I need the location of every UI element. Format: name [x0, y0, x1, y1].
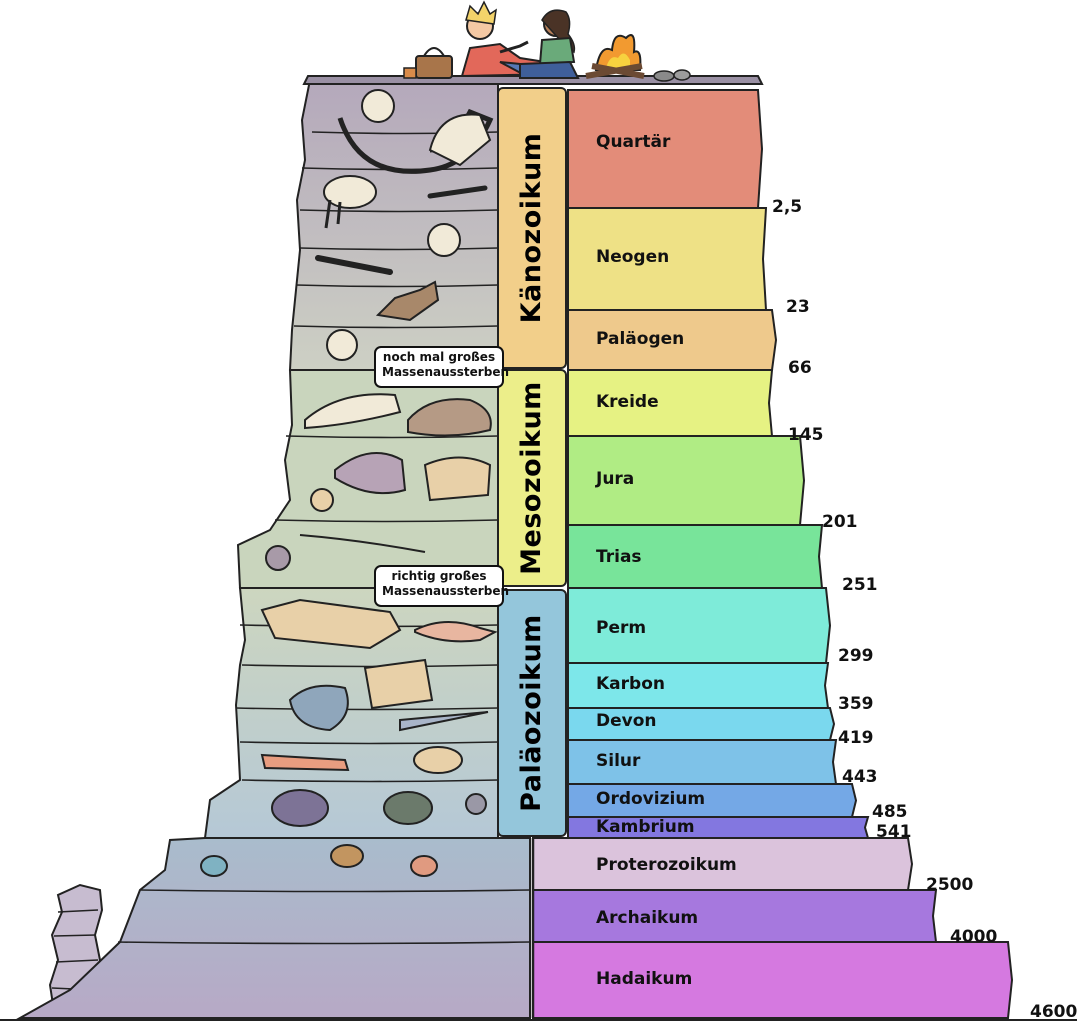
reptile-fossil-slab-icon	[260, 598, 402, 650]
mass-extinction-note-2: richtig großes Massenaussterben	[374, 565, 509, 607]
rock-strata	[117, 131, 531, 945]
brachiopod-icon	[413, 746, 463, 774]
boundary-age-label-1: 23	[786, 297, 810, 317]
jaw-fossil-icon	[375, 280, 440, 322]
period-band-5	[567, 524, 824, 589]
era-band-0	[497, 87, 567, 369]
shell-icon	[265, 545, 291, 571]
boundary-age-label-0: 2,5	[772, 197, 803, 217]
ammonite-icon	[310, 488, 334, 512]
orthocone-icon	[399, 711, 489, 732]
ape-skull-icon	[427, 223, 461, 257]
boundary-age-label-2: 66	[788, 358, 812, 378]
eurypterid-icon	[260, 753, 350, 772]
period-label-11: Kambrium	[596, 817, 695, 837]
period-band-7	[567, 662, 830, 709]
period-band-8	[567, 707, 836, 741]
period-label-10: Ordovizium	[596, 789, 706, 809]
mass-extinction-note-2-line1: richtig großes	[391, 569, 487, 583]
leaf-fossil-icon	[423, 456, 492, 502]
dragonfly-fossil-icon	[363, 658, 434, 710]
basket-icon	[415, 55, 453, 79]
pebble-icon	[330, 844, 364, 868]
stromatolite-icon	[200, 855, 228, 877]
boundary-age-label-11: 541	[876, 822, 912, 842]
campfire-icon	[585, 34, 691, 82]
period-label-13: Archaikum	[596, 908, 699, 928]
boundary-age-label-12: 2500	[926, 875, 974, 895]
fossils	[200, 89, 498, 877]
long-bone-icon	[315, 255, 393, 275]
era-band-2	[497, 589, 567, 837]
period-label-4: Jura	[596, 469, 635, 489]
trilobite-icon	[271, 789, 329, 827]
period-band-9	[567, 739, 838, 785]
period-label-5: Trias	[596, 547, 642, 567]
mammoth-skull-icon	[428, 113, 492, 167]
mass-extinction-note-1-line1: noch mal großes	[382, 350, 496, 364]
period-band-11	[567, 816, 870, 839]
boundary-age-label-13: 4000	[950, 927, 998, 947]
period-band-13	[532, 889, 938, 943]
period-label-14: Hadaikum	[596, 969, 693, 989]
period-label-6: Perm	[596, 618, 647, 638]
period-label-8: Devon	[596, 711, 657, 731]
people-and-campfire	[403, 0, 691, 82]
period-band-4	[567, 435, 806, 526]
period-band-6	[567, 587, 832, 664]
raptor-skull-icon	[334, 452, 407, 495]
person-dark-hair-icon	[519, 9, 580, 79]
era-label-2: Paläozoikum	[516, 614, 547, 812]
bone-icon	[427, 185, 488, 199]
boundary-age-label-3: 145	[788, 425, 824, 445]
trilobite-2-icon	[383, 791, 433, 825]
period-band-2	[567, 309, 778, 371]
period-band-0	[567, 89, 764, 209]
period-label-3: Kreide	[596, 392, 659, 412]
boundary-age-label-8: 419	[838, 728, 874, 748]
boundary-age-label-4: 201	[822, 512, 858, 532]
mass-extinction-note-1: noch mal großes Massenaussterben	[374, 346, 509, 388]
period-label-2: Paläogen	[596, 329, 685, 349]
boundary-age-label-7: 359	[838, 694, 874, 714]
period-band-1	[567, 207, 768, 311]
era-label-0: Känozoikum	[516, 132, 547, 324]
pterosaur-skull-icon	[304, 393, 402, 430]
small-shell-icon	[465, 793, 487, 815]
small-skull-icon	[326, 329, 358, 361]
period-label-9: Silur	[596, 751, 641, 771]
saber-teeth-icon	[324, 199, 342, 229]
sabertooth-skull-icon	[323, 175, 377, 209]
dunkleosteus-icon	[288, 684, 349, 732]
mass-extinction-note-1-line2: Massenaussterben	[382, 365, 509, 379]
period-label-7: Karbon	[596, 674, 665, 694]
trex-skull-icon	[407, 398, 492, 437]
period-label-12: Proterozoikum	[596, 855, 737, 875]
era-band-1	[497, 369, 567, 587]
period-band-10	[567, 783, 858, 818]
fish-fossil-icon	[414, 620, 498, 643]
period-label-0: Quartär	[596, 132, 671, 152]
period-label-1: Neogen	[596, 247, 670, 267]
boundary-age-label-5: 251	[842, 575, 878, 595]
skull-icon	[361, 89, 395, 123]
mass-extinction-note-2-line2: Massenaussterben	[382, 584, 509, 598]
rock-precambrian	[16, 837, 531, 1019]
era-label-1: Mesozoikum	[516, 381, 547, 575]
boundary-age-label-6: 299	[838, 646, 874, 666]
boundary-age-label-10: 485	[872, 802, 908, 822]
pebble-2-icon	[410, 855, 438, 877]
period-band-3	[567, 369, 774, 437]
boundary-age-label-9: 443	[842, 767, 878, 787]
fish-skeleton-icon	[299, 534, 426, 553]
boundary-age-label-14: 4600	[1030, 1002, 1077, 1022]
